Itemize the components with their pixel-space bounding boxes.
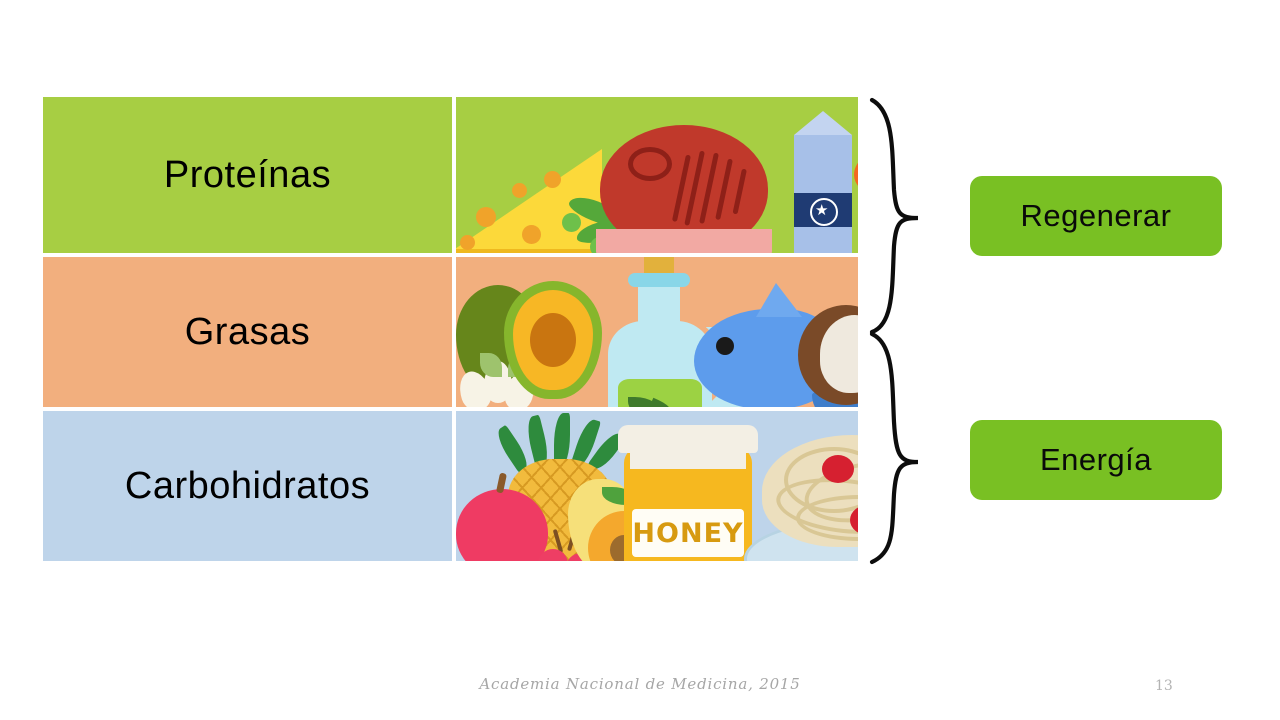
fat-foods-illustration (456, 257, 858, 407)
avocado-half-icon (504, 281, 602, 399)
tag-button-label: Energía (1039, 442, 1153, 477)
grouping-braces (869, 97, 919, 565)
table-row: Grasas (43, 257, 858, 407)
macronutrient-table: Proteínas (43, 97, 858, 561)
milk-carton-icon: ★ (794, 111, 858, 253)
nutrient-label-proteinas: Proteínas (43, 97, 452, 253)
honey-jar-icon: HONEY (618, 425, 764, 561)
table-row: Proteínas (43, 97, 858, 253)
nutrient-label-grasas: Grasas (43, 257, 452, 407)
nutrient-label-text: Proteínas (163, 153, 332, 196)
tag-button-label: Regenerar (1020, 198, 1172, 233)
protein-foods-illustration: ★ (456, 97, 858, 253)
spaghetti-plate-icon (744, 435, 858, 561)
nutrient-label-text: Grasas (184, 310, 311, 353)
nutrient-label-carbohidratos: Carbohidratos (43, 411, 452, 561)
honey-jar-label: HONEY (632, 509, 744, 557)
olives-icon (604, 397, 694, 407)
nutrient-label-text: Carbohidratos (124, 464, 371, 507)
steak-icon (596, 125, 780, 253)
brace-upper (869, 97, 919, 335)
tag-button-regenerar[interactable]: Regenerar (970, 176, 1222, 256)
brace-lower (869, 331, 919, 565)
page-number: 13 (1155, 678, 1173, 694)
table-row: Carbohidratos (43, 411, 858, 561)
apple-icon (456, 472, 548, 561)
source-citation: Academia Nacional de Medicina, 2015 (479, 675, 801, 693)
carbohydrate-foods-illustration: HONEY (456, 411, 858, 561)
star-icon: ★ (815, 202, 829, 219)
tag-button-energia[interactable]: Energía (970, 420, 1222, 500)
